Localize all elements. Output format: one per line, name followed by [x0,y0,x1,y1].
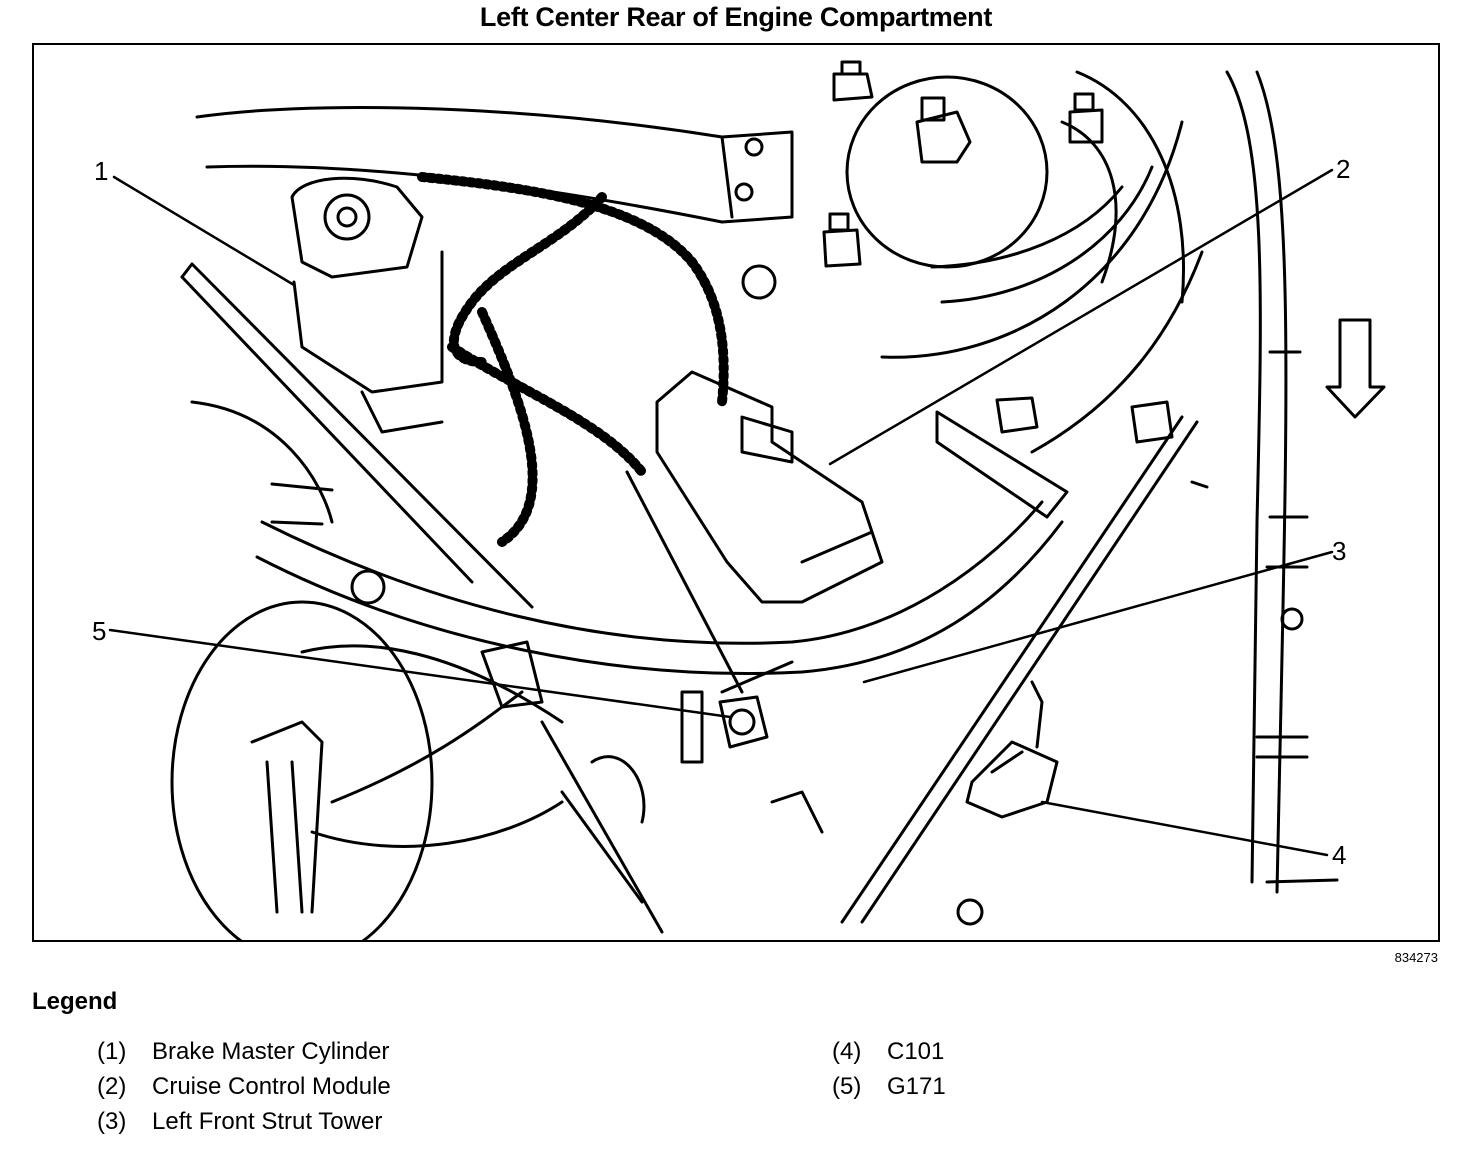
legend-item-number: (2) [97,1073,127,1100]
c101-connector-shape [965,680,1059,819]
callout-1: 1 [94,156,108,186]
legend-item-number: (3) [97,1108,127,1135]
vacuum-hose [255,410,1069,675]
diagram-title: Left Center Rear of Engine Compartment [479,2,993,32]
callout-4: 4 [1332,840,1346,870]
leader-line-3 [862,550,1334,684]
cruise-control-module-shape [625,370,884,694]
brake-master-cylinder-shape [290,176,444,434]
leader-line-4 [1040,800,1329,857]
legend-item-label: Left Front Strut Tower [152,1108,383,1135]
leader-line-1 [112,175,296,287]
callout-2: 2 [1336,154,1350,184]
legend-item-label: Cruise Control Module [152,1073,391,1100]
figure-id: 834273 [1394,950,1438,965]
fastener-bolts [350,60,1174,926]
leader-line-5 [108,628,732,719]
callout-5: 5 [92,616,106,646]
callout-3: 3 [1332,536,1346,566]
legend-item-number: (1) [97,1038,127,1065]
forward-arrow-icon [1325,318,1386,419]
line-art: 1 2 3 4 5 [92,60,1386,940]
legend-item-number: (4) [832,1038,862,1065]
fender-edge [1225,70,1339,894]
strut-brace [840,415,1209,924]
strut-tower-shape [845,70,1204,454]
legend-title: Legend [32,988,118,1015]
legend-item-label: Brake Master Cylinder [152,1038,390,1065]
leader-lines [108,168,1334,857]
brake-lines [180,262,534,609]
legend-item-5: (5) G171 [832,1073,946,1101]
legend-item-number: (5) [832,1073,862,1100]
legend-item-3: (3) Left Front Strut Tower [97,1108,382,1136]
lower-left-components [170,600,824,940]
legend-item-label: C101 [887,1038,945,1065]
leader-line-2 [828,168,1334,466]
legend-item-1: (1) Brake Master Cylinder [97,1038,389,1066]
legend-item-2: (2) Cruise Control Module [97,1073,391,1101]
legend-item-4: (4) C101 [832,1038,944,1066]
upper-bracket [195,105,794,224]
g171-ground-bolt-shape [718,695,769,749]
legend-item-label: G171 [887,1073,946,1100]
engine-compartment-illustration: 1 2 3 4 5 [32,43,1440,942]
wiring-harness [417,172,729,547]
